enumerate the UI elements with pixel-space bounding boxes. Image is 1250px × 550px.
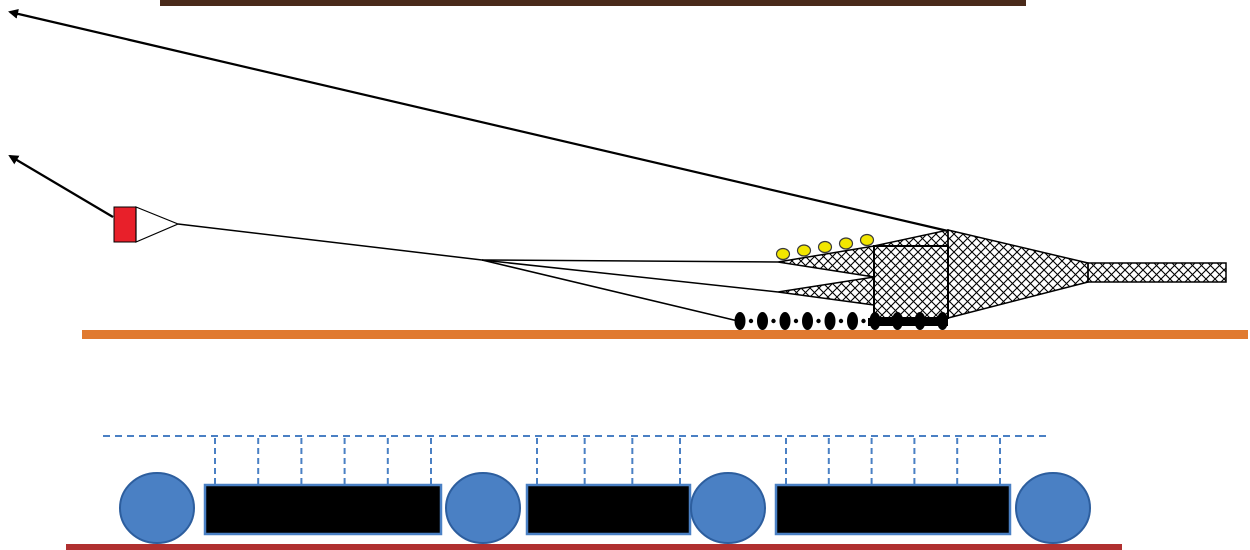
ground-blocks: [203, 483, 1012, 536]
bobbin-icon: [892, 312, 903, 330]
upper-warp-line: [8, 8, 949, 233]
footrope-bobbins: [734, 312, 948, 330]
chain-link-dot: [838, 318, 844, 324]
bobbin-icon: [847, 312, 858, 330]
roller-disc-icon: [445, 472, 521, 544]
float-ball-icon: [859, 233, 875, 247]
float-ball-icon: [817, 240, 833, 254]
codend: [1087, 262, 1227, 283]
float-ball-icon: [775, 247, 791, 261]
square-net: [873, 229, 949, 247]
main-bridle: [177, 223, 483, 261]
bobbin-icon: [779, 312, 791, 330]
ground-block: [203, 483, 443, 536]
bobbin-icon: [937, 312, 948, 330]
roller-disc-icon: [119, 472, 195, 544]
net-mouth: [873, 245, 949, 319]
chain-link-dot: [816, 318, 821, 324]
bottom-seabed-line: [66, 544, 1122, 550]
bobbin-icon: [824, 312, 836, 330]
dropper-lines: [214, 438, 1001, 485]
bobbin-icon: [914, 312, 926, 330]
chain-link-dot: [748, 318, 754, 324]
lower-wing-net: [777, 276, 875, 306]
chain-link-dot: [771, 318, 776, 324]
net-belly: [947, 229, 1089, 319]
buoy-cone: [135, 206, 180, 243]
footrope-bar: [868, 318, 948, 326]
buoy-marker-icon: [113, 206, 137, 243]
buoy-warp-line: [8, 154, 114, 218]
headline-floats: [775, 233, 875, 261]
chain-link-dot: [793, 318, 799, 324]
top-image-band: [160, 0, 1026, 6]
roller-disc-icon: [690, 472, 766, 544]
float-ball-icon: [838, 237, 854, 250]
bobbin-icon: [757, 312, 768, 330]
bridle-upper: [481, 259, 779, 263]
ground-rollers: [119, 472, 1091, 544]
bobbin-icon: [734, 312, 746, 330]
seabed-line: [82, 330, 1248, 339]
roller-disc-icon: [1015, 472, 1091, 544]
bobbin-icon: [869, 312, 881, 330]
chain-link-dot: [861, 318, 866, 324]
bridle-lower: [481, 259, 739, 322]
ground-block: [525, 483, 692, 536]
float-ball-icon: [796, 244, 812, 257]
bobbin-icon: [802, 312, 813, 330]
ground-block: [774, 483, 1012, 536]
bridle-middle: [481, 259, 779, 293]
